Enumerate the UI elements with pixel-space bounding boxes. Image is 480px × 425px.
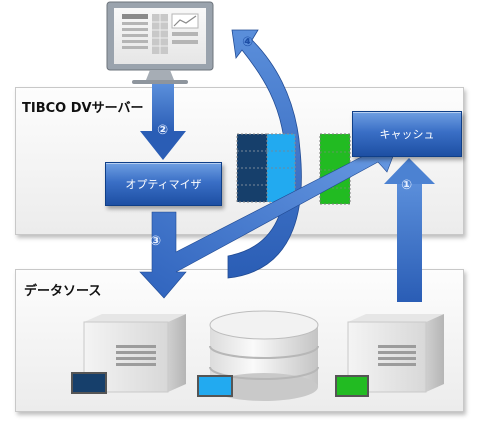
cached-data-blocks (236, 133, 351, 205)
cyan-data-block (266, 133, 296, 203)
step-1-label: ① (401, 178, 413, 193)
arrow-step-1 (384, 158, 435, 302)
server-icon (335, 314, 444, 397)
cache-box: キャッシュ (352, 111, 462, 157)
step-4-label: ④ (242, 35, 254, 50)
step-3-label: ③ (150, 234, 162, 249)
database-icon (197, 310, 319, 401)
step-2-label: ② (157, 123, 169, 138)
data-source-panel-label: データソース (24, 284, 102, 299)
arrow-step-3 (139, 137, 401, 299)
monitor-icon (106, 1, 214, 84)
optimizer-box: オプティマイザ (105, 162, 222, 206)
arrow-step-2 (140, 84, 186, 160)
navy-data-block (236, 133, 268, 203)
server-icon (71, 314, 186, 394)
server-panel-label: TIBCO DVサーバー (22, 101, 144, 116)
